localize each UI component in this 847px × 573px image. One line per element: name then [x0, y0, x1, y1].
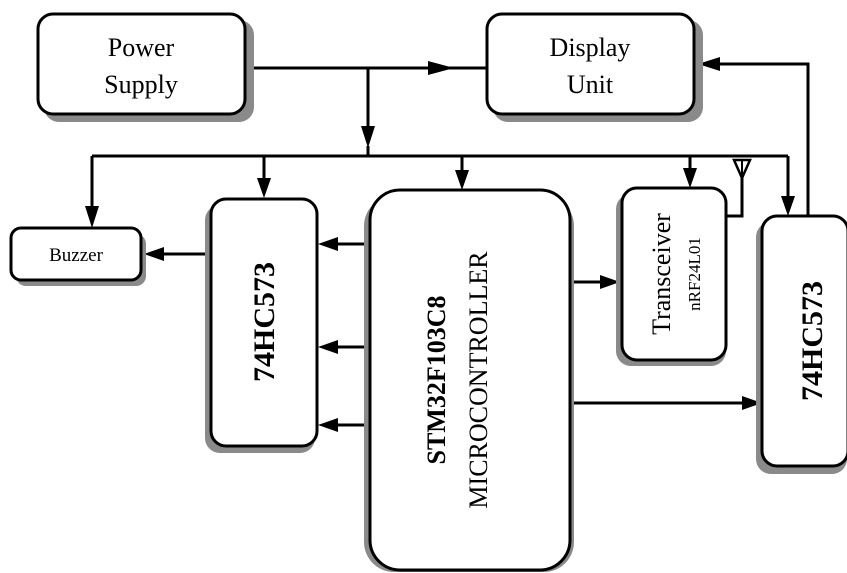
power-supply-label-line1: Power — [108, 33, 175, 62]
microcontroller-part-label: STM32F103C8 — [422, 296, 451, 465]
arrow-mcu-to-latch-right — [742, 396, 762, 410]
latch-right-label: 74HC573 — [796, 281, 829, 401]
latch-left-block: 74HC573 — [205, 197, 319, 453]
arrow-bus-to-latch-left — [257, 178, 271, 198]
arrow-bus-to-latch-right — [781, 196, 795, 216]
display-unit-label-line2: Unit — [567, 70, 614, 99]
buzzer-block: Buzzer — [9, 226, 146, 286]
antenna-icon — [732, 158, 752, 182]
wire-latch-right-to-display — [718, 62, 810, 216]
microcontroller-type-label: MICROCONTROLLER — [464, 251, 493, 509]
arrow-latch-left-to-buzzer — [144, 247, 164, 261]
latch-right-block: 74HC573 — [756, 214, 847, 474]
display-unit-label-line1: Display — [550, 33, 631, 62]
arrow-bus-to-mcu — [455, 170, 469, 190]
latch-left-label: 74HC573 — [248, 262, 281, 382]
power-supply-block: Power Supply — [36, 12, 254, 122]
arrow-bus-to-transceiver — [683, 168, 697, 188]
buzzer-label: Buzzer — [49, 245, 103, 266]
arrow-mcu-to-latch-left-3 — [318, 418, 338, 432]
arrow-power-drop — [361, 126, 375, 148]
connections — [85, 57, 810, 432]
transceiver-block: Transceiver nRF24L01 — [616, 186, 728, 366]
display-unit-block: Display Unit — [485, 12, 703, 122]
arrow-mcu-to-latch-left-1 — [318, 237, 338, 251]
transceiver-label: Transceiver — [647, 213, 676, 335]
power-supply-label-line2: Supply — [104, 70, 178, 99]
arrow-mcu-to-latch-left-2 — [318, 340, 338, 354]
wire-antenna — [726, 168, 744, 218]
arrow-mcu-to-transceiver — [600, 275, 620, 289]
arrow-latch-right-to-display — [698, 57, 720, 71]
arrow-bus-to-buzzer — [85, 206, 99, 228]
transceiver-model-label: nRF24L01 — [685, 237, 704, 311]
microcontroller-block: STM32F103C8 MICROCONTROLLER — [364, 188, 574, 572]
